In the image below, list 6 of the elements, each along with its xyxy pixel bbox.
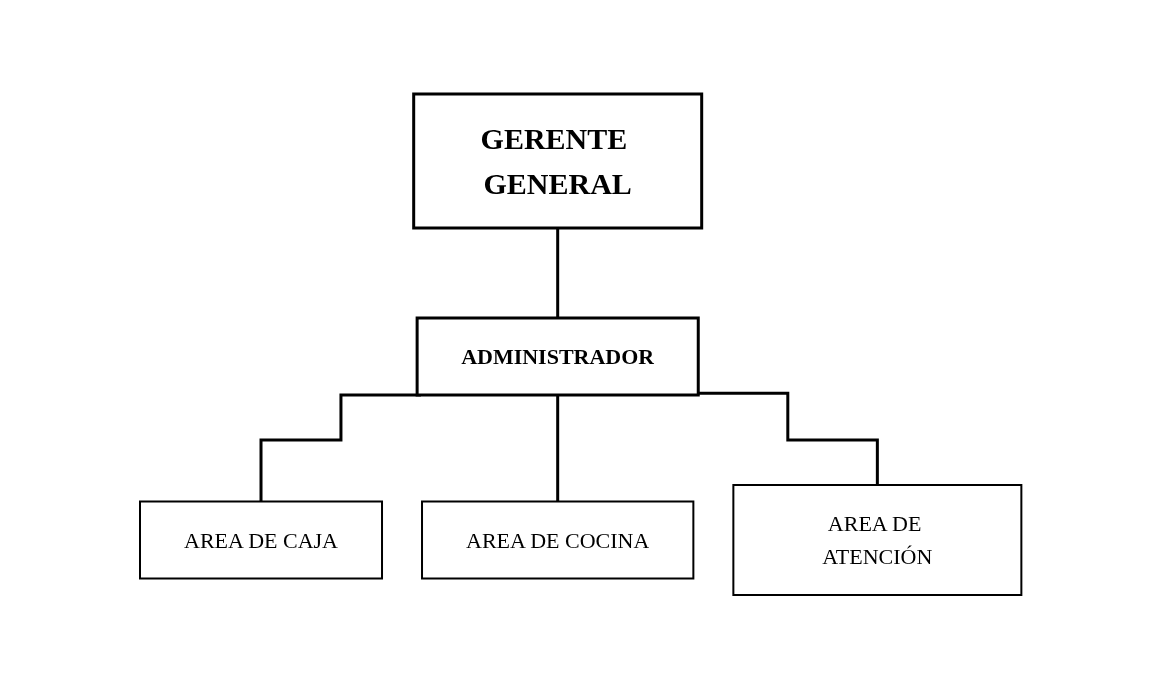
node-box: GERENTE GENERAL	[412, 92, 704, 230]
node-box: AREA DE ATENCIÓN	[732, 484, 1023, 596]
connector	[698, 391, 880, 487]
node-box: ADMINISTRADOR	[415, 316, 701, 397]
node-box: AREA DE CAJA	[139, 500, 384, 580]
node-box: AREA DE COCINA	[421, 500, 695, 580]
